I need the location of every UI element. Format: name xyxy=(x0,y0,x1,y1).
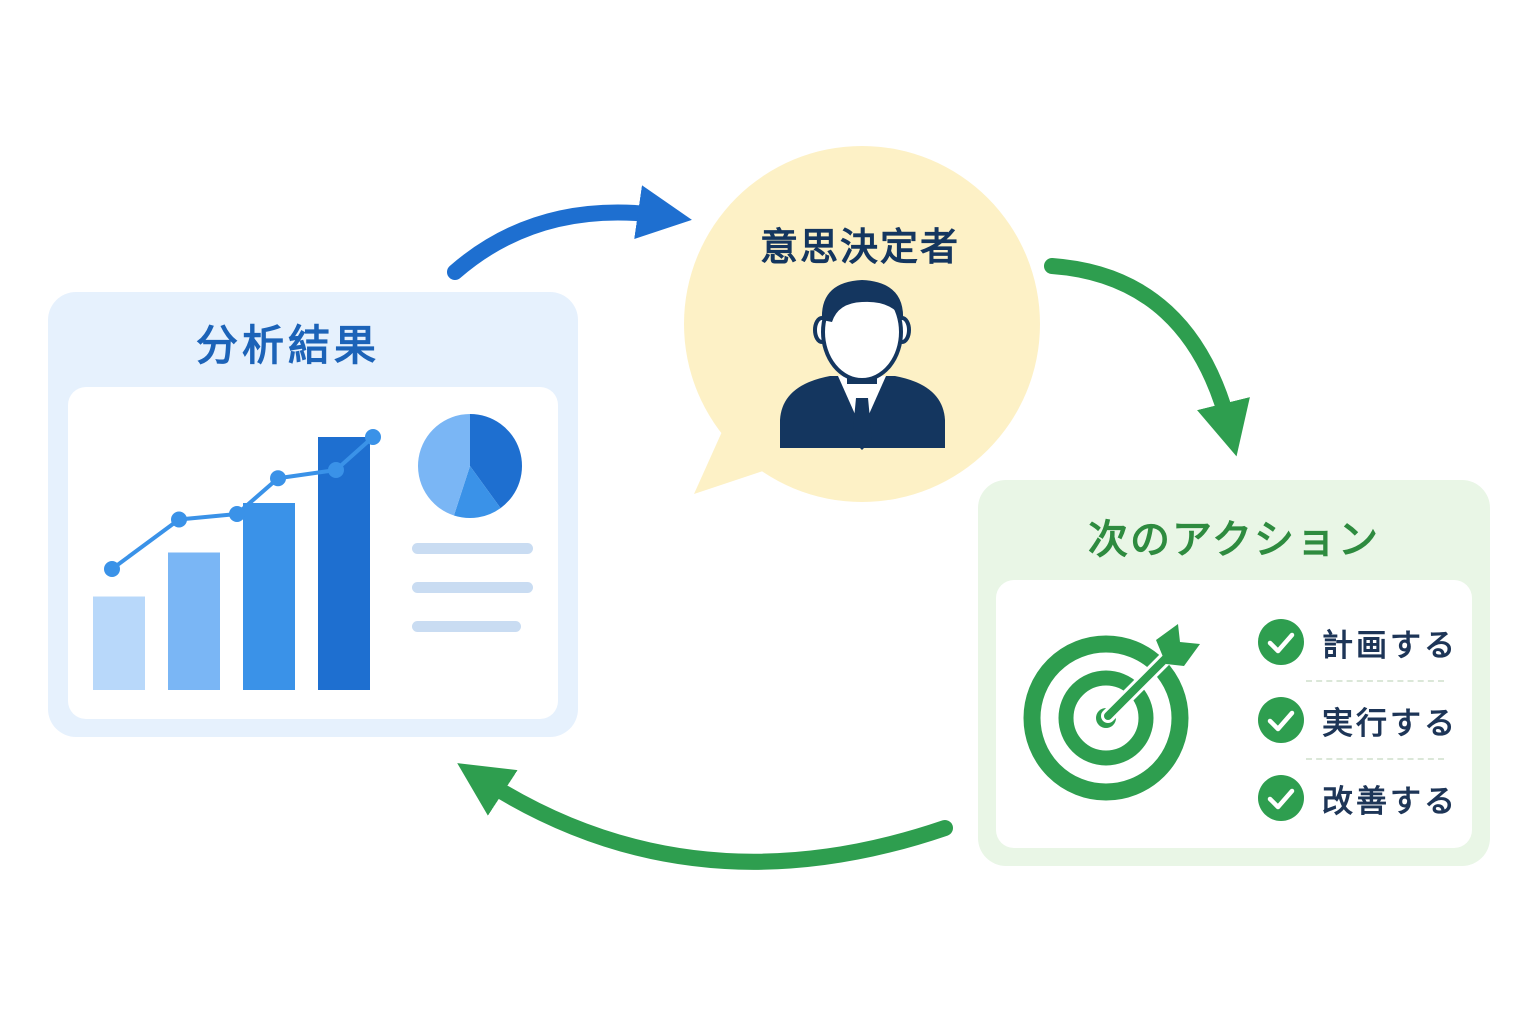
next-action-panel: 次のアクション 計画する 実行する xyxy=(978,480,1490,866)
legend-line xyxy=(412,543,533,554)
action-item-label: 計画する xyxy=(1322,627,1458,664)
action-item-plan: 計画する xyxy=(1258,619,1458,665)
target-icon xyxy=(1023,624,1200,801)
trend-line xyxy=(110,435,375,571)
trend-point xyxy=(270,470,286,487)
action-item-label: 改善する xyxy=(1322,783,1458,820)
trend-point xyxy=(104,561,120,577)
action-item-execute: 実行する xyxy=(1258,697,1458,743)
legend-line xyxy=(412,582,533,593)
trend-point xyxy=(229,506,245,522)
check-circle-icon xyxy=(1258,619,1304,665)
next-action-title: 次のアクション xyxy=(1088,517,1380,563)
analysis-card xyxy=(68,387,558,719)
legend-line xyxy=(412,621,521,632)
bar xyxy=(168,552,220,690)
trend-point xyxy=(365,429,381,445)
bar xyxy=(243,503,295,690)
trend-point xyxy=(328,462,344,478)
arrow-analysis-to-decision xyxy=(447,185,692,280)
check-circle-icon xyxy=(1258,775,1304,821)
arrow-decision-to-action xyxy=(1044,258,1250,457)
action-item-improve: 改善する xyxy=(1258,775,1458,821)
analysis-panel: 分析結果 xyxy=(48,292,578,737)
decision-maker-title: 意思決定者 xyxy=(759,225,960,269)
arrow-action-to-analysis xyxy=(457,763,953,870)
pie-slice xyxy=(418,414,470,516)
pie-slice xyxy=(470,414,522,509)
divider xyxy=(1306,758,1444,760)
trend-point xyxy=(171,511,187,528)
analysis-title: 分析結果 xyxy=(195,321,380,370)
check-circle-icon xyxy=(1258,697,1304,743)
next-action-card: 計画する 実行する 改善する xyxy=(996,580,1472,848)
bar xyxy=(318,437,370,690)
pie-slice xyxy=(453,466,501,518)
bar xyxy=(93,596,145,690)
analysis-chart xyxy=(93,414,533,690)
action-item-label: 実行する xyxy=(1322,705,1458,742)
divider xyxy=(1306,680,1444,682)
